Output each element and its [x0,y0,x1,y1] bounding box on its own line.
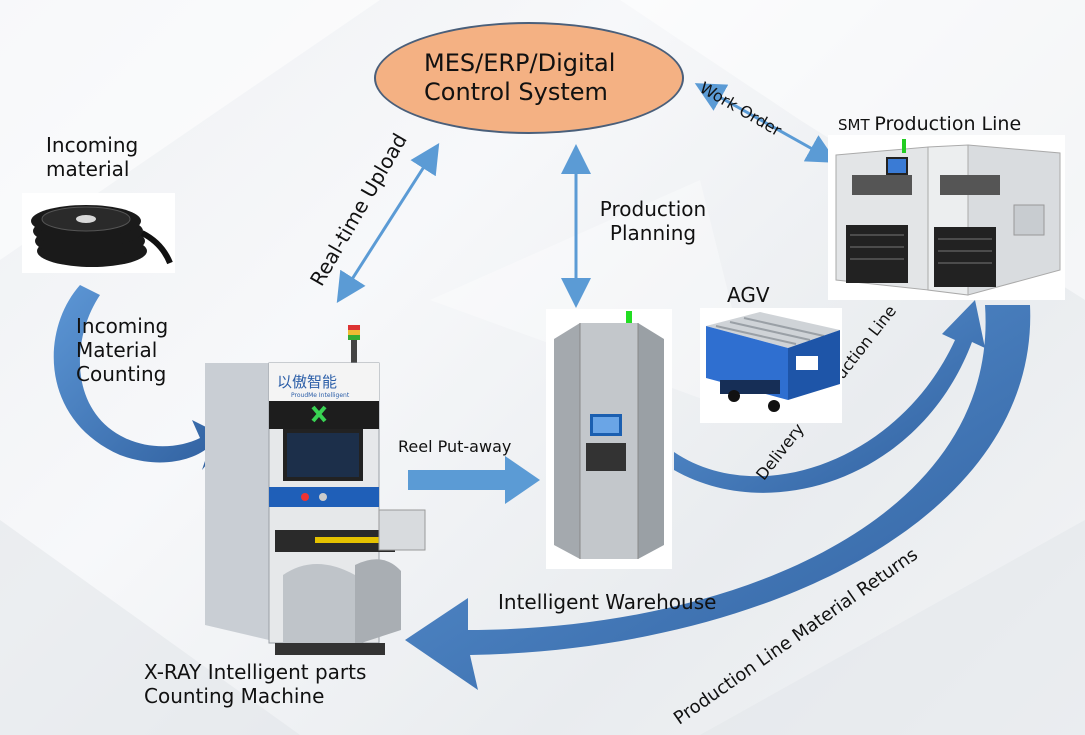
smt-rest: Production Line [874,113,1022,135]
tape-reels-image [22,193,175,273]
reel-putaway-label: Reel Put-away [398,437,512,456]
returns-curve [405,305,1031,690]
brand-name-cn: 以傲智能 [277,373,337,391]
xray-caption-line2: Counting Machine [144,684,325,708]
xray-caption: X-RAY Intelligent parts Counting Machine [144,660,366,708]
mes-erp-system-node: MES/ERP/Digital Control System [374,22,684,134]
warehouse-label: Intelligent Warehouse [498,590,717,614]
xray-counting-machine-image: 以傲智能 ProudMe Intelligent [205,325,426,655]
realtime-upload-arrow [336,142,440,304]
incoming-counting-label: Incoming Material Counting [76,314,169,386]
smt-prefix: SMT [838,116,875,134]
incoming-material-label: Incoming material [46,133,139,181]
reel-putaway-arrow [408,456,540,504]
brand-name-en: ProudMe Intelligent [291,392,350,399]
incoming-counting-curve [53,285,228,470]
xray-caption-line1: X-RAY Intelligent parts [144,660,367,684]
intelligent-warehouse-image [546,309,672,569]
production-planning-label: Production Planning [599,197,707,245]
delivery-curve [674,300,985,493]
agv-robot-image [700,308,842,423]
smt-title: SMT Production Line [838,113,1021,136]
system-node-line1: MES/ERP/Digital [424,49,616,78]
smt-production-line-image [828,135,1065,300]
work-order-arrow [694,83,838,163]
agv-label: AGV [727,283,770,307]
system-node-line2: Control System [424,78,608,106]
